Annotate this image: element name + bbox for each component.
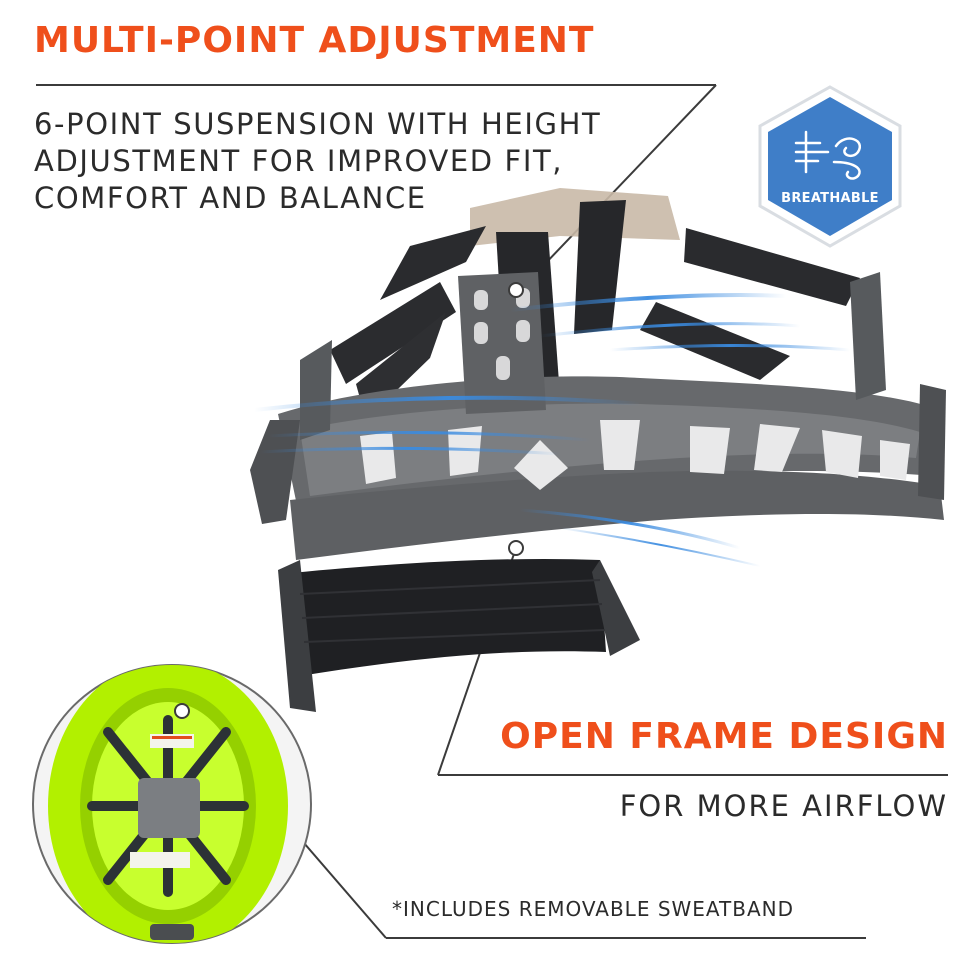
inset-image (32, 664, 312, 944)
breathable-badge-label: BREATHABLE (781, 191, 879, 206)
suspension-description: 6-POINT SUSPENSION WITH HEIGHT ADJUSTMEN… (34, 107, 602, 215)
wind-air-icon (794, 130, 862, 180)
multi-point-adjustment-heading: MULTI-POINT ADJUSTMENT (34, 20, 595, 61)
bottom-callout-dot (508, 540, 524, 556)
sweatband-footnote: *INCLUDES REMOVABLE SWEATBAND (392, 897, 795, 921)
open-frame-design-heading: OPEN FRAME DESIGN (500, 716, 948, 757)
airflow-lines (252, 292, 852, 567)
inset-callout-dot (174, 703, 190, 719)
breathable-badge (758, 85, 902, 248)
suspension-frame-image (250, 188, 946, 712)
top-callout-dot (508, 282, 524, 298)
airflow-description: FOR MORE AIRFLOW (619, 789, 948, 823)
top-callout-leader (519, 84, 717, 291)
